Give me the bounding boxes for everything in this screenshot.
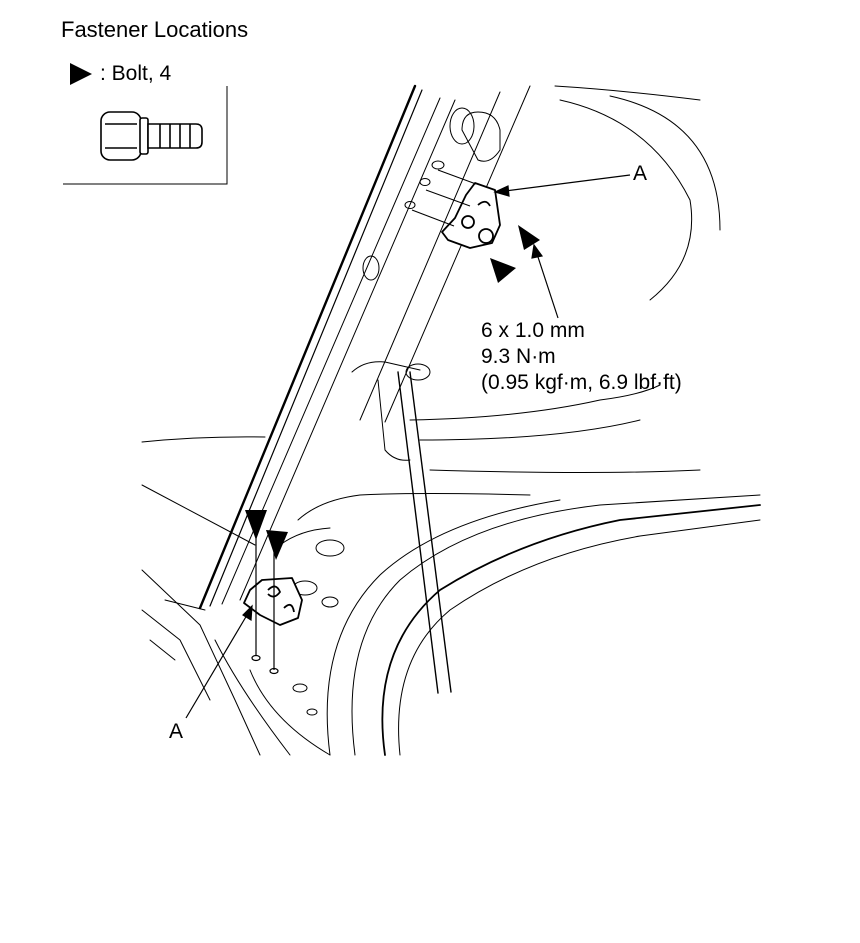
bolt-marker-upper-1	[518, 225, 540, 250]
upper-bolt-guides	[411, 169, 477, 227]
body-structure	[141, 84, 761, 756]
bolt-marker-upper-2	[490, 258, 516, 283]
callout-a-top: A	[633, 162, 648, 185]
page-title: Fastener Locations	[61, 17, 249, 42]
callout-leaders	[185, 174, 631, 719]
callout-a-bottom: A	[169, 720, 184, 743]
lower-hinge-bracket	[243, 577, 303, 626]
bolt-size: 6 x 1.0 mm	[481, 319, 585, 342]
bolt-marker-lower-2	[266, 530, 288, 560]
torque-nm: 9.3 N·m	[481, 345, 556, 368]
torque-alt-units: (0.95 kgf·m, 6.9 lbf·ft)	[481, 371, 682, 394]
bolt-marker-lower-1	[245, 510, 267, 540]
bolt-legend-box	[63, 86, 228, 185]
torque-spec: 6 x 1.0 mm 9.3 N·m (0.95 kgf·m, 6.9 lbf·…	[481, 318, 682, 396]
bolt-marker-icon	[70, 63, 92, 85]
bolt-icon	[100, 111, 203, 161]
bolt-legend-text: : Bolt, 4	[100, 62, 172, 85]
lower-bolt-guides	[251, 530, 279, 675]
upper-hinge-bracket	[441, 182, 501, 249]
bolt-markers	[245, 225, 540, 560]
